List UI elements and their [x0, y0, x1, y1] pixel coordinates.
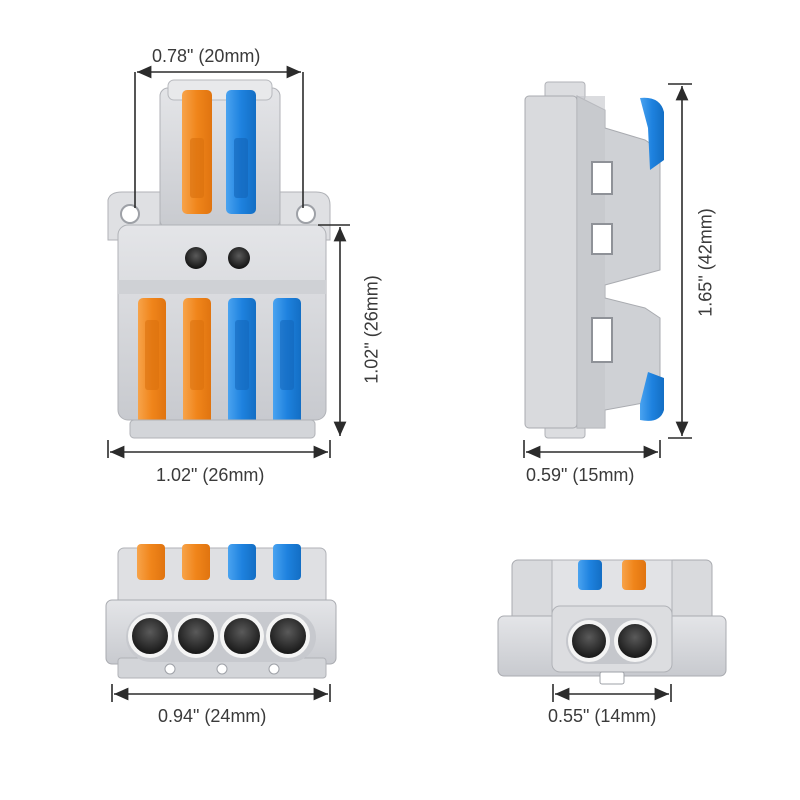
wire-port: [174, 614, 218, 658]
wire-port: [220, 614, 264, 658]
mount-hole-left: [120, 204, 140, 224]
front-view: [107, 79, 331, 439]
lever-blue: [578, 560, 602, 590]
dim-label-side-width: 0.59" (15mm): [526, 465, 635, 485]
end-view-2-port: [497, 559, 727, 685]
dim-label-end2-width: 0.55" (14mm): [548, 706, 657, 726]
end-view-4-port: [105, 544, 337, 679]
dim-label-front-height: 1.02" (26mm): [361, 275, 382, 384]
test-hole-left: [185, 247, 207, 269]
lever-blue-side: [640, 372, 664, 421]
dimension-lines-front: [107, 65, 350, 459]
side-view: [524, 81, 664, 439]
lever-blue-side: [640, 97, 664, 170]
mount-hole-right: [296, 204, 316, 224]
dim-label-side-height: 1.65" (42mm): [695, 208, 716, 317]
dim-label-front-bottom-width: 1.02" (26mm): [156, 465, 265, 485]
dimension-lines-end2: [552, 684, 672, 702]
wire-port: [614, 620, 656, 662]
lever-orange: [137, 544, 165, 580]
dim-label-end4-width: 0.94" (24mm): [158, 706, 267, 726]
lever-blue: [228, 544, 256, 580]
lever-orange: [182, 544, 210, 580]
wire-port: [266, 614, 310, 658]
wire-port: [128, 614, 172, 658]
lever-blue: [273, 544, 301, 580]
test-hole-right: [228, 247, 250, 269]
dimension-lines-end4: [111, 684, 331, 702]
dim-label-front-top-width: 0.78" (20mm): [152, 46, 261, 66]
dimension-lines-side: [523, 83, 692, 459]
lever-orange: [622, 560, 646, 590]
wire-port: [568, 620, 610, 662]
